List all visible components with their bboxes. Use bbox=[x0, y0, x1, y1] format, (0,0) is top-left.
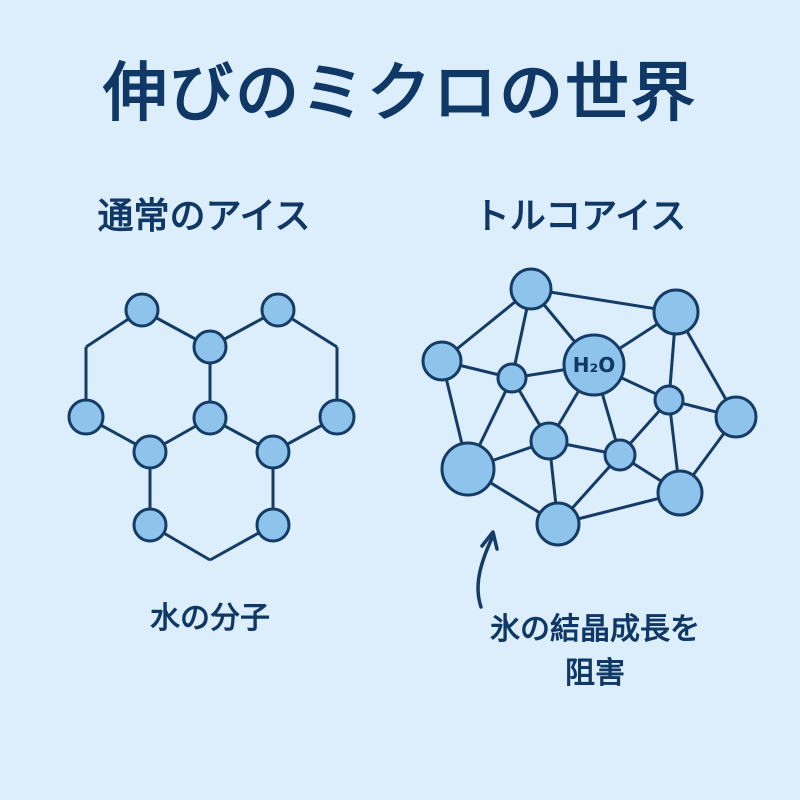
water-molecule bbox=[652, 288, 700, 336]
water-molecule bbox=[603, 438, 637, 472]
water-molecule bbox=[255, 434, 291, 470]
water-molecule bbox=[421, 340, 463, 382]
water-molecule bbox=[440, 441, 496, 497]
water-molecule bbox=[529, 421, 569, 461]
water-molecule bbox=[192, 329, 228, 365]
water-molecule bbox=[67, 398, 105, 436]
water-molecule bbox=[192, 400, 228, 436]
h2o-molecule bbox=[562, 333, 626, 397]
inhibition-caption-line1: 氷の結晶成長を bbox=[490, 612, 700, 647]
turkish-ice-molecules: H₂O bbox=[421, 267, 758, 547]
page-title: 伸びのミクロの世界 bbox=[103, 57, 697, 131]
water-molecule bbox=[318, 398, 356, 436]
turkish-ice-heading: トルコアイス bbox=[473, 196, 687, 237]
inhibition-caption: 氷の結晶成長を 阻害 bbox=[410, 608, 780, 696]
turkish-ice-network: H₂O bbox=[421, 267, 758, 547]
water-molecule bbox=[656, 469, 704, 517]
water-molecule bbox=[496, 362, 528, 394]
water-molecule-caption: 水の分子 bbox=[150, 601, 270, 636]
bond bbox=[530, 287, 677, 314]
water-molecule bbox=[255, 507, 291, 543]
water-molecule bbox=[653, 384, 685, 416]
water-molecule bbox=[124, 292, 160, 328]
inhibition-caption-line2: 阻害 bbox=[565, 656, 625, 691]
water-molecule bbox=[509, 267, 553, 311]
curved-arrow-icon bbox=[476, 530, 499, 609]
h2o-label: H₂O bbox=[573, 353, 616, 377]
regular-ice-heading: 通常のアイス bbox=[97, 196, 311, 237]
water-molecule bbox=[260, 292, 296, 328]
water-molecule bbox=[132, 507, 168, 543]
regular-ice-lattice bbox=[67, 292, 356, 562]
water-molecule bbox=[714, 395, 758, 439]
water-molecule bbox=[535, 501, 581, 547]
regular-ice-molecules bbox=[67, 292, 356, 543]
water-molecule bbox=[132, 434, 168, 470]
